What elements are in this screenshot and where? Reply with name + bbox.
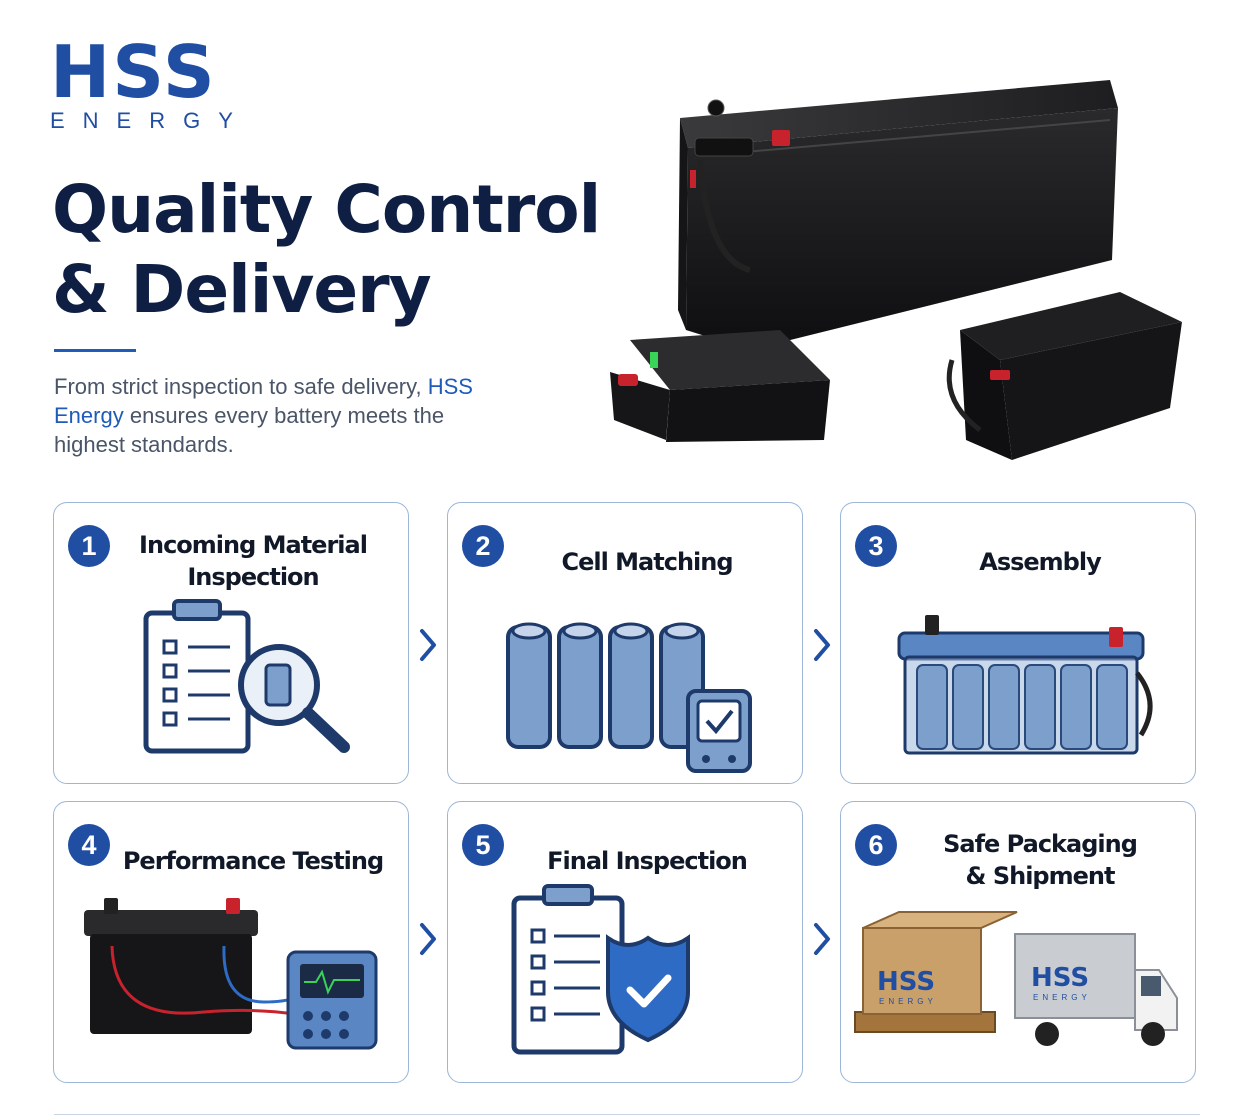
step-title: Final Inspection	[547, 847, 748, 875]
bottom-divider	[54, 1114, 1200, 1115]
assembled-battery-icon	[897, 615, 1153, 755]
step-card-5: 5 Final Inspection	[447, 801, 803, 1083]
hero-batteries-image	[610, 80, 1182, 460]
chevron-right-icon	[814, 629, 830, 661]
intro-part-2: ensures every battery meets the highest …	[54, 403, 445, 457]
truck-logo-tagline: ENERGY	[1033, 993, 1091, 1002]
step-number: 6	[855, 824, 897, 866]
step-card-3: 3 Assembly	[840, 502, 1196, 784]
large-battery	[678, 80, 1118, 350]
truck-logo: HSS	[1031, 963, 1089, 993]
clipboard-shield-icon	[511, 884, 690, 1055]
chevron-right-icon	[420, 923, 436, 955]
step-title: Safe Packaging & Shipment	[943, 830, 1138, 890]
page-title: Quality Control & Delivery	[52, 170, 601, 330]
step-title: Performance Testing	[122, 847, 384, 875]
intro-part-1: From strict inspection to safe delivery,	[54, 374, 422, 399]
step-number: 2	[462, 525, 504, 567]
step-card-6: 6 Safe Packaging & Shipment HSS ENERGY H…	[840, 801, 1196, 1083]
brand-tagline: ENERGY	[50, 108, 251, 133]
title-line-1: Quality Control	[52, 171, 601, 248]
chevron-right-icon	[814, 923, 830, 955]
brand-name: HSS	[50, 30, 217, 114]
step-title: Cell Matching	[561, 548, 733, 576]
step-number: 1	[68, 525, 110, 567]
box-logo-tagline: ENERGY	[879, 997, 937, 1006]
title-line-2: & Delivery	[52, 251, 432, 328]
step-number: 4	[68, 824, 110, 866]
step-number: 5	[462, 824, 504, 866]
step-title: Incoming Material Inspection	[139, 531, 368, 591]
battery-tester-icon	[84, 898, 378, 1050]
brand-logo: HSS ENERGY	[50, 30, 260, 134]
intro-text: From strict inspection to safe delivery,…	[54, 372, 474, 459]
box-logo: HSS	[877, 967, 935, 997]
intro-brand: HSS Energy	[54, 374, 473, 428]
chevron-right-icon	[420, 629, 436, 661]
battery-cells-tester-icon	[506, 622, 752, 773]
box-truck-icon: HSS ENERGY HSS ENERGY	[854, 911, 1178, 1046]
step-card-4: 4 Performance Testing	[53, 801, 409, 1083]
small-battery-right	[946, 292, 1182, 460]
small-battery-left	[610, 330, 830, 442]
step-title: Assembly	[979, 548, 1101, 576]
step-card-2: 2 Cell Matching	[447, 502, 803, 784]
step-card-1: 1 Incoming Material Inspection	[53, 502, 409, 784]
step-number: 3	[855, 525, 897, 567]
title-divider	[54, 349, 136, 352]
clipboard-magnifier-icon	[143, 599, 350, 754]
